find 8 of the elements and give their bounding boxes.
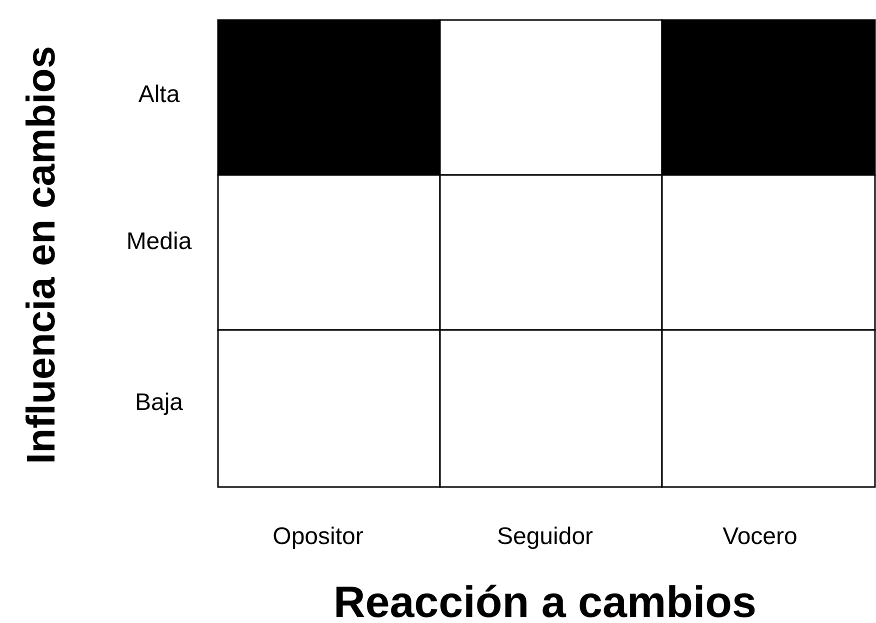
axis-title: Reacción a cambios bbox=[333, 578, 757, 623]
row-label: Media bbox=[126, 228, 192, 256]
row-label: Alta bbox=[138, 81, 180, 109]
column-label: Opositor bbox=[272, 523, 364, 551]
axis-title: Influencia en cambios bbox=[20, 46, 64, 464]
column-label: Seguidor bbox=[496, 523, 594, 551]
column-label: Vocero bbox=[722, 523, 798, 551]
row-label: Baja bbox=[134, 389, 184, 417]
